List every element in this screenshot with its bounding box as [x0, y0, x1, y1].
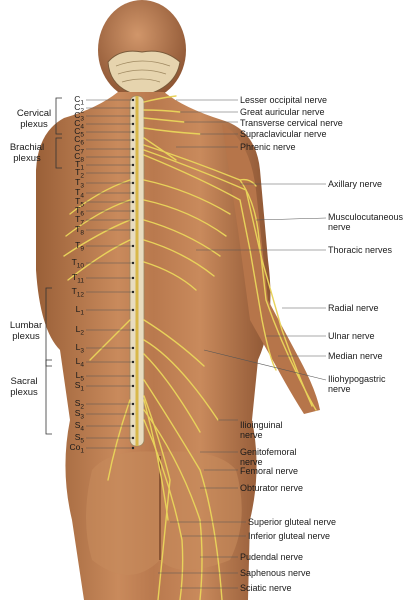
segment-label-co1: Co1	[69, 442, 85, 455]
segment-dot	[131, 328, 135, 332]
thoracic-nerves-label: Thoracic nerves	[328, 245, 393, 255]
segment-label-l3: L3	[75, 342, 84, 355]
segment-label-t11: T11	[72, 272, 84, 285]
segment-dot	[131, 244, 135, 248]
segment-dot	[131, 374, 135, 378]
sciatic-nerve-label: Sciatic nerve	[240, 583, 292, 593]
segment-dot	[131, 191, 135, 195]
segment-dot	[131, 412, 135, 416]
segment-label-s4: S4	[74, 420, 84, 433]
segment-dot	[131, 384, 135, 388]
segment-dot	[131, 402, 135, 406]
segment-label-t4: T4	[75, 187, 84, 200]
segment-label-c3: C3	[74, 110, 84, 123]
segment-label-t1: T1	[75, 159, 84, 172]
segment-label-t5: T5	[75, 196, 84, 209]
segment-dot	[131, 163, 135, 167]
segment-dot	[131, 346, 135, 350]
superior-gluteal-nerve-label: Superior gluteal nerve	[248, 517, 337, 527]
segment-dot	[131, 122, 135, 126]
segment-label-t10: T10	[71, 257, 84, 270]
segment-label-l1: L1	[75, 304, 84, 317]
segment-label-l4: L4	[75, 356, 84, 369]
segment-label-l2: L2	[75, 324, 84, 337]
segment-label-t9: T9	[75, 240, 84, 253]
segment-dot	[131, 106, 135, 110]
supraclavicular-nerve-label: Supraclavicular nerve	[240, 129, 327, 139]
segment-label-c6: C6	[74, 134, 84, 147]
segment-label-t6: T6	[75, 205, 84, 218]
segment-label-t3: T3	[75, 177, 84, 190]
segment-label-c8: C8	[74, 151, 84, 164]
segment-dot	[131, 290, 135, 294]
cerebellum-window	[107, 50, 181, 97]
segment-label-s1: S1	[74, 380, 84, 393]
segment-label-t7: T7	[75, 214, 84, 227]
segment-label-s2: S2	[74, 398, 84, 411]
segment-dot	[131, 424, 135, 428]
segment-dot	[131, 209, 135, 213]
segment-label-s3: S3	[74, 408, 84, 421]
segment-label-c5: C5	[74, 126, 84, 139]
transverse-cervical-nerve-label: Transverse cervical nerve	[240, 118, 343, 128]
segment-label-t8: T8	[75, 224, 84, 237]
median-nerve-label: Median nerve	[328, 351, 383, 361]
lesser-occipital-nerve-label: Lesser occipital nerve	[240, 95, 328, 105]
segment-dot	[131, 171, 135, 175]
great-auricular-nerve-label: Great auricular nerve	[240, 107, 325, 117]
segment-dot	[131, 446, 135, 450]
segment-dot	[131, 308, 135, 312]
axillary-nerve-label: Axillary nerve	[328, 179, 383, 189]
pudendal-nerve-label: Pudendal nerve	[240, 552, 304, 562]
segment-label-c2: C2	[74, 102, 84, 115]
plexus-brackets	[45, 97, 62, 435]
segment-dot	[131, 200, 135, 204]
leader-lines	[158, 99, 327, 589]
obturator-nerve-label: Obturator nerve	[240, 483, 304, 493]
ulnar-nerve-label: Ulnar nerve	[328, 331, 375, 341]
segment-dot	[131, 147, 135, 151]
radial-nerve-label: Radial nerve	[328, 303, 379, 313]
femoral-nerve-label: Femoral nerve	[240, 466, 299, 476]
segment-label-c4: C4	[74, 118, 84, 131]
segment-dot	[131, 218, 135, 222]
inferior-gluteal-nerve-label: Inferior gluteal nerve	[248, 531, 331, 541]
right-arm	[222, 124, 320, 414]
segment-dot	[131, 276, 135, 280]
segment-dot	[131, 181, 135, 185]
segment-label-c7: C7	[74, 143, 84, 156]
segment-dot	[131, 228, 135, 232]
segment-label-t2: T2	[75, 167, 84, 180]
segment-dot	[131, 98, 135, 102]
segment-dot	[131, 138, 135, 142]
segment-label-t12: T12	[71, 286, 84, 299]
segment-dot	[131, 261, 135, 265]
segment-dot	[131, 360, 135, 364]
segment-dot	[131, 436, 135, 440]
phrenic-nerve-label: Phrenic nerve	[240, 142, 296, 152]
nerve-network	[63, 95, 317, 600]
segment-dot	[131, 130, 135, 134]
segment-dot	[131, 155, 135, 159]
saphenous-nerve-label: Saphenous nerve	[240, 568, 311, 578]
segment-label-l5: L5	[75, 370, 84, 383]
segment-label-s5: S5	[74, 432, 84, 445]
segment-label-c1: C1	[74, 94, 84, 107]
segment-dot	[131, 114, 135, 118]
